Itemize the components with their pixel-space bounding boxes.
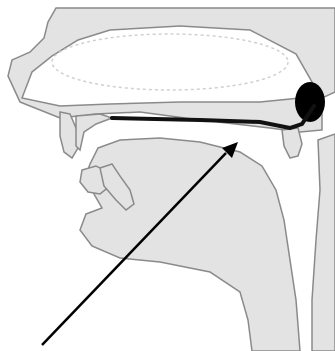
uvula — [282, 128, 302, 158]
velum — [295, 82, 325, 122]
pharynx-wall — [312, 134, 335, 351]
